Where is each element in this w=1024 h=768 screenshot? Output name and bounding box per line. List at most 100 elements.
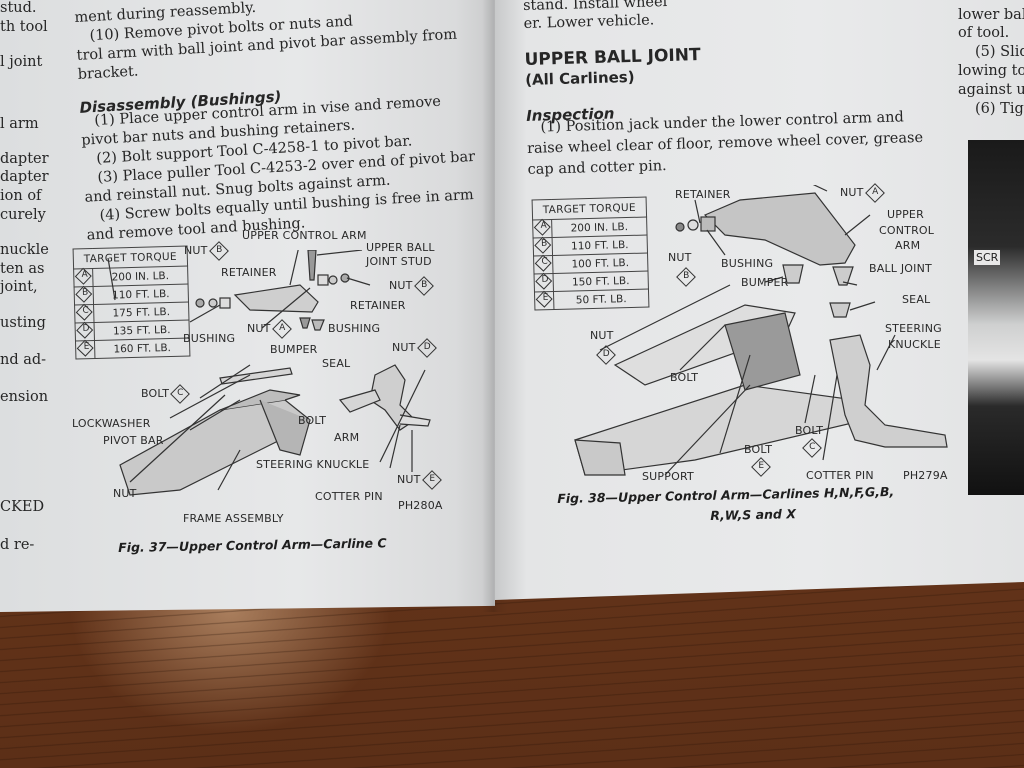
label-support: SUPPORT bbox=[642, 470, 694, 483]
margin-fragment: ion of bbox=[0, 188, 42, 204]
label-ball-joint: BALL JOINT bbox=[869, 262, 932, 275]
label-upper-control-arm-2: CONTROL bbox=[879, 224, 935, 237]
figure-code: PH279A bbox=[903, 469, 948, 482]
margin-fragment: dapter bbox=[0, 151, 49, 167]
diamond-key-icon: B bbox=[534, 236, 552, 254]
label-lockwasher: LOCKWASHER bbox=[72, 417, 151, 430]
diamond-b-icon: B bbox=[208, 241, 229, 261]
margin-fragment: th tool bbox=[0, 19, 48, 35]
left-page: stud. th tool l joint l arm dapter dapte… bbox=[0, 0, 495, 612]
margin-fragment: ension bbox=[0, 389, 49, 405]
label-cotter-pin: COTTER PIN bbox=[806, 469, 874, 482]
diamond-c-icon: C bbox=[802, 438, 822, 458]
label-pivot-bar: PIVOT BAR bbox=[103, 434, 164, 447]
margin-fragment: d re- bbox=[0, 537, 35, 553]
margin-fragment: curely bbox=[0, 207, 46, 223]
section-heading-upper-ball-joint: UPPER BALL JOINT bbox=[524, 45, 701, 70]
diamond-c-marker: C bbox=[801, 438, 822, 458]
diamond-b-icon: B bbox=[676, 267, 696, 287]
diamond-a-icon: A bbox=[271, 319, 292, 339]
figure-code: PH280A bbox=[398, 499, 443, 512]
label-steering-knuckle-1: STEERING bbox=[885, 322, 942, 335]
label-bumper: BUMPER bbox=[741, 276, 789, 289]
margin-fragment: nd ad- bbox=[0, 352, 47, 368]
margin-fragment: usting bbox=[0, 315, 46, 331]
diamond-key-icon: A bbox=[533, 218, 551, 236]
diamond-e-icon: E bbox=[751, 457, 771, 477]
body-line: er. Lower vehicle. bbox=[523, 12, 655, 32]
label-nut-d: NUT bbox=[590, 329, 614, 342]
label-upper-ball-joint-stud-1: UPPER BALL bbox=[366, 241, 435, 254]
right-page-photo bbox=[968, 140, 1024, 495]
margin-fragment: lower bal bbox=[958, 7, 1024, 23]
label-bushing-right: BUSHING bbox=[328, 322, 381, 335]
label-bolt: BOLT bbox=[298, 414, 327, 427]
right-page: stand. Install wheel er. Lower vehicle. … bbox=[495, 0, 1024, 600]
diamond-key-icon: B bbox=[75, 285, 93, 303]
label-cotter-pin: COTTER PIN bbox=[315, 490, 383, 503]
margin-fragment: CKED bbox=[0, 499, 45, 515]
margin-fragment: against u bbox=[958, 82, 1024, 98]
diamond-d-marker: D bbox=[595, 345, 616, 365]
label-steering-knuckle: STEERING KNUCKLE bbox=[256, 458, 370, 471]
label-bushing: BUSHING bbox=[721, 257, 774, 270]
label-bolt-c: BOLT bbox=[795, 424, 824, 437]
label-nut: NUT bbox=[113, 487, 137, 500]
diamond-key-icon: E bbox=[535, 290, 553, 308]
margin-fragment: (5) Slid bbox=[975, 44, 1024, 60]
diamond-key-icon: D bbox=[535, 272, 553, 290]
label-bumper: BUMPER bbox=[270, 343, 318, 356]
section-heading-all-carlines: (All Carlines) bbox=[524, 67, 635, 89]
label-bushing-left: BUSHING bbox=[183, 332, 236, 345]
label-upper-ball-joint-stud-2: JOINT STUD bbox=[366, 255, 432, 268]
diamond-b-icon: B bbox=[413, 276, 434, 296]
label-upper-control-arm-3: ARM bbox=[895, 239, 921, 252]
margin-fragment: nuckle bbox=[0, 242, 49, 258]
diamond-key-icon: E bbox=[76, 339, 94, 357]
margin-fragment: stud. bbox=[0, 0, 37, 16]
margin-fragment: dapter bbox=[0, 169, 49, 185]
label-arm: ARM bbox=[334, 431, 360, 444]
margin-fragment: lowing to bbox=[958, 63, 1024, 79]
margin-fragment: ten as bbox=[0, 261, 45, 277]
label-frame-assembly: FRAME ASSEMBLY bbox=[183, 512, 284, 525]
diamond-c-icon: C bbox=[170, 384, 191, 404]
upper-control-arm-diagram-carline-c bbox=[107, 250, 431, 496]
margin-fragment: (6) Tig bbox=[975, 101, 1024, 117]
margin-fragment: l joint bbox=[0, 54, 43, 70]
figure-caption-38-line2: R,W,S and X bbox=[710, 506, 797, 523]
body-line: bracket. bbox=[77, 63, 139, 83]
diamond-b-marker: B bbox=[675, 267, 696, 287]
label-upper-control-arm: UPPER CONTROL ARM bbox=[242, 229, 367, 242]
diamond-key-icon: C bbox=[534, 254, 552, 272]
diamond-key-icon: C bbox=[75, 303, 93, 321]
label-upper-control-arm-1: UPPER bbox=[887, 208, 924, 221]
diamond-key-icon: A bbox=[74, 267, 92, 285]
label-retainer: RETAINER bbox=[675, 188, 731, 201]
label-bolt-e: BOLT bbox=[744, 443, 773, 456]
margin-fragment: of tool. bbox=[958, 25, 1010, 41]
diamond-d-icon: D bbox=[416, 338, 437, 358]
label-retainer-left: RETAINER bbox=[221, 266, 277, 279]
upper-control-arm-diagram-carlines-hnfgbrwsx bbox=[574, 185, 948, 476]
diamond-a-icon: A bbox=[864, 183, 885, 203]
figure-caption-37: Fig. 37—Upper Control Arm—Carline C bbox=[118, 535, 387, 555]
diamond-e-icon: E bbox=[421, 470, 442, 490]
step-line: cap and cotter pin. bbox=[527, 158, 667, 178]
label-bolt: BOLT bbox=[670, 371, 699, 384]
label-retainer-right: RETAINER bbox=[350, 299, 406, 312]
diamond-key-icon: D bbox=[76, 321, 94, 339]
label-seal: SEAL bbox=[902, 293, 931, 306]
margin-fragment: joint, bbox=[0, 279, 38, 295]
label-nut-b: NUT bbox=[668, 251, 692, 264]
label-steering-knuckle-2: KNUCKLE bbox=[888, 338, 941, 351]
photo-label-screw: SCR bbox=[974, 250, 1001, 265]
margin-fragment: l arm bbox=[0, 116, 39, 132]
